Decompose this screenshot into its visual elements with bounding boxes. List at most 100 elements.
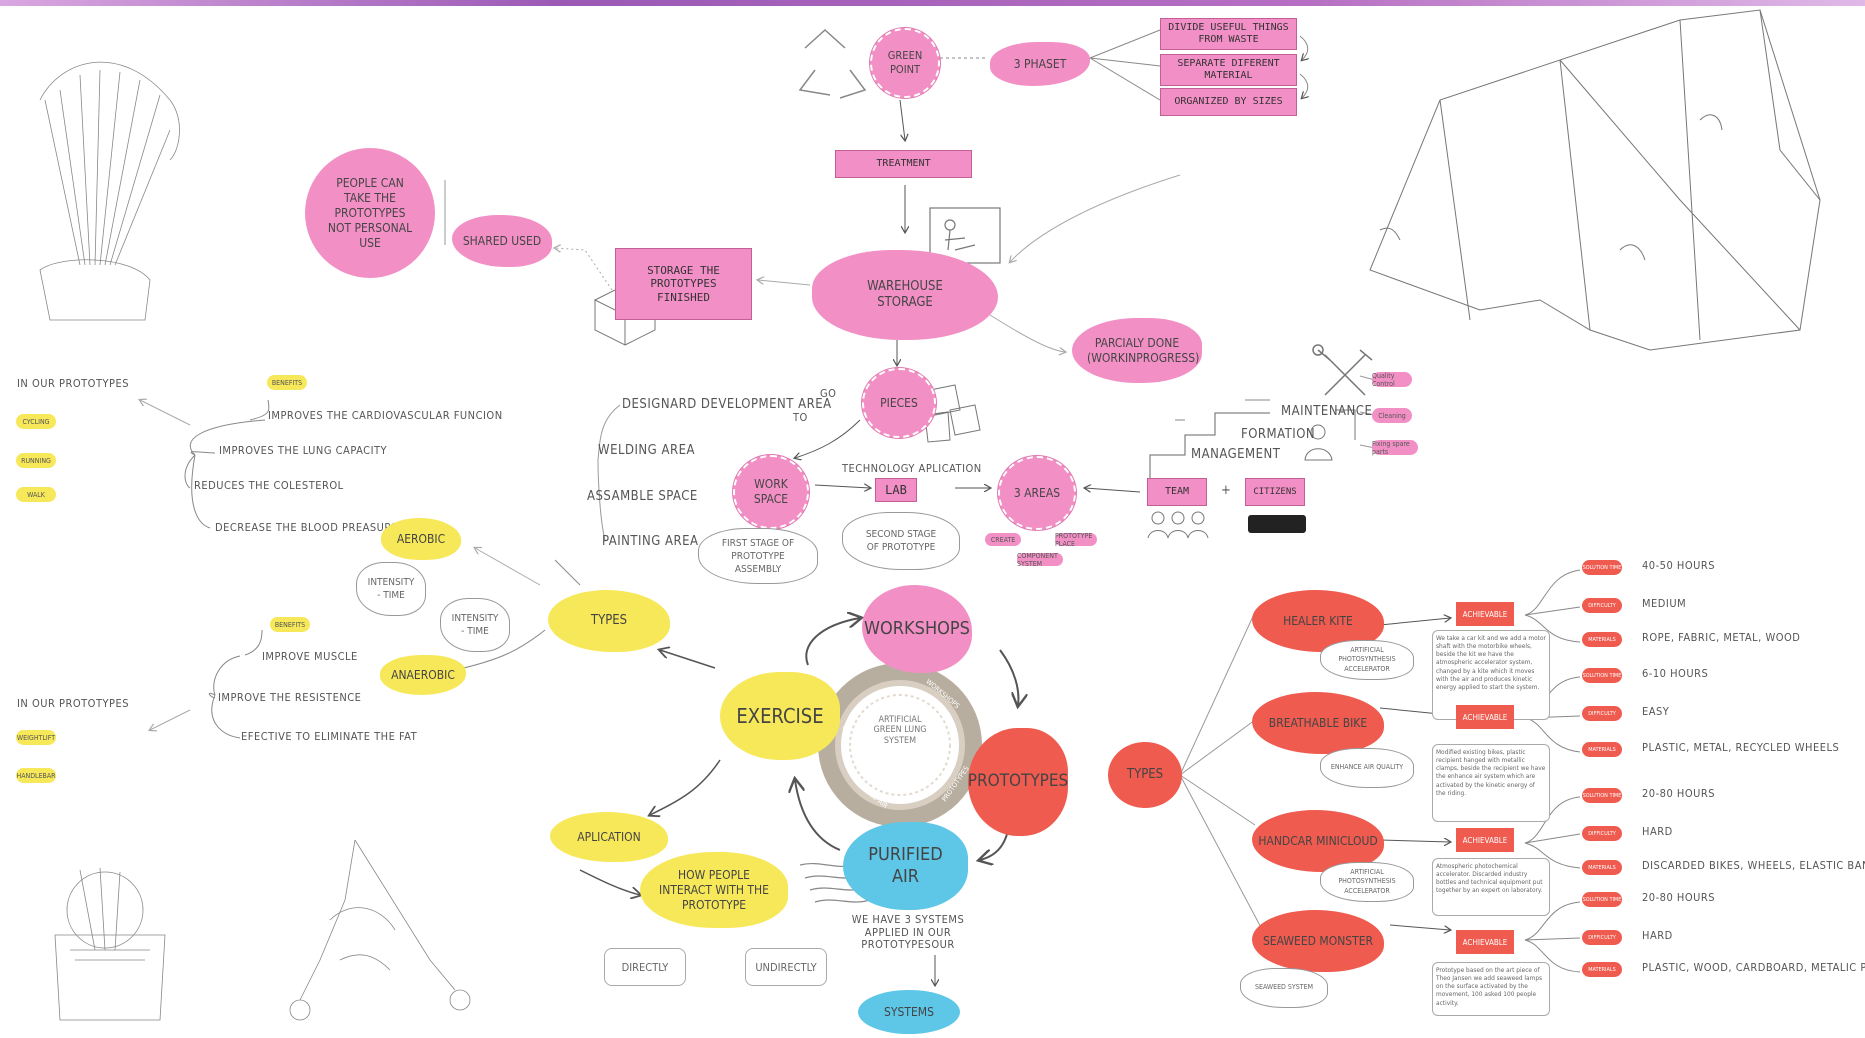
- tools-icon: [1312, 344, 1373, 396]
- prototype-description: We take a car kit and we add a motor sha…: [1432, 630, 1550, 720]
- prototype-attr-value: HARD: [1642, 929, 1673, 942]
- directly-label: DIRECTLY: [621, 960, 669, 974]
- prototype-sub-cloud: SEAWEED SYSTEM: [1240, 968, 1328, 1008]
- formation-label: FORMATION: [1241, 427, 1316, 442]
- anaerobic-node[interactable]: ANAEROBIC: [380, 655, 466, 695]
- aerobic-label: AEROBIC: [396, 531, 446, 546]
- area-pill-component: COMPONENT SYSTEM: [1017, 552, 1063, 568]
- work-space-node[interactable]: WORK SPACE: [733, 455, 809, 529]
- step-label-organize: ORGANIZED BY SIZES: [1174, 96, 1283, 107]
- prototype-sub-label: ENHANCE AIR QUALITY: [1330, 763, 1404, 772]
- step-box-divide[interactable]: DIVIDE USEFUL THINGS FROM WASTE: [1160, 18, 1297, 50]
- prototype-description: Atmospheric photochemical accelerator. D…: [1432, 858, 1550, 916]
- warehouse-label: WAREHOUSE STORAGE: [867, 278, 943, 310]
- prototype-name: BREATHABLE BIKE: [1268, 715, 1368, 730]
- maintenance-label: MAINTENANCE: [1281, 404, 1373, 419]
- workshops-node[interactable]: WORKSHOPS: [862, 585, 972, 673]
- areas-label: 3 AREAS: [1013, 485, 1061, 500]
- green-point-node[interactable]: GREEN POINT: [870, 28, 940, 98]
- machine-sketch-icon: [54, 867, 166, 1021]
- prototype-attr-value: 40-50 HOURS: [1642, 559, 1716, 572]
- prototype-attr-value: 20-80 HOURS: [1642, 891, 1716, 904]
- crowd-icon: [1248, 515, 1306, 533]
- mgmt-pill-cleaning: Cleaning: [1372, 408, 1412, 423]
- work-space-label: WORK SPACE: [753, 477, 789, 506]
- go-label: GO: [820, 387, 837, 400]
- people-take-node[interactable]: PEOPLE CAN TAKE THE PROTOTYPES NOT PERSO…: [305, 148, 435, 278]
- recycle-icon: [798, 28, 867, 99]
- prototype-description: Prototype based on the art piece of Theo…: [1432, 962, 1550, 1016]
- storage-box[interactable]: STORAGE THE PROTOTYPES FINISHED: [615, 248, 752, 320]
- management-label: MANAGEMENT: [1191, 447, 1281, 462]
- intensity-time-label: INTENSITY - TIME: [451, 613, 499, 637]
- prototype-attr-pill: DIFFICULTY: [1582, 706, 1622, 721]
- aplication-node[interactable]: APLICATION: [550, 812, 668, 862]
- shared-used-node[interactable]: SHARED USED: [452, 215, 552, 267]
- prototype-description: Modified existing bikes, plastic recipie…: [1432, 744, 1550, 822]
- team-box[interactable]: TEAM: [1147, 478, 1207, 506]
- mgmt-pill-fixing: Fixing spare parts: [1372, 440, 1418, 456]
- prototype-attr-value: 20-80 HOURS: [1642, 787, 1716, 800]
- prototype-types-node[interactable]: TYPES: [1108, 742, 1182, 808]
- in-our-prototypes-bottom: IN OUR PROTOTYPES: [17, 697, 130, 710]
- step-box-organize[interactable]: ORGANIZED BY SIZES: [1160, 88, 1297, 116]
- second-stage-label: SECOND STAGE OF PROTOTYPE: [865, 529, 937, 553]
- areas-node[interactable]: 3 AREAS: [998, 456, 1076, 530]
- step-label-divide: DIVIDE USEFUL THINGS FROM WASTE: [1168, 22, 1289, 45]
- prototype-sub-cloud: ENHANCE AIR QUALITY: [1320, 748, 1414, 788]
- systems-note: WE HAVE 3 SYSTEMS APPLIED IN OUR PROTOTY…: [851, 913, 965, 952]
- prototypes-node[interactable]: PROTOTYPES: [968, 728, 1068, 836]
- prototype-node[interactable]: SEAWEED MONSTER: [1252, 910, 1384, 972]
- activity-pill-weightlift: WEIGHTLIFT: [16, 730, 56, 745]
- citizens-box[interactable]: CITIZENS: [1245, 478, 1305, 506]
- treatment-box[interactable]: TREATMENT: [835, 150, 972, 178]
- green-point-label: GREEN POINT: [887, 49, 923, 76]
- partially-done-node[interactable]: PARCIALY DONE (WORKINPROGRESS): [1072, 318, 1202, 383]
- undirectly-label: UNDIRECTLY: [755, 960, 817, 974]
- exercise-label: EXERCISE: [736, 703, 824, 728]
- paraglider-sketch-icon: [39, 61, 180, 321]
- prototype-node[interactable]: BREATHABLE BIKE: [1252, 692, 1384, 754]
- how-people-node[interactable]: HOW PEOPLE INTERACT WITH THE PROTOTYPE: [640, 852, 788, 928]
- step-box-separate[interactable]: SEPARATE DIFERENT MATERIAL: [1160, 54, 1297, 86]
- prototype-sub-cloud: ARTIFICIAL PHOTOSYNTHESIS ACCELERATOR: [1320, 640, 1414, 680]
- aerobic-benefit: IMPROVES THE LUNG CAPACITY: [219, 444, 388, 457]
- undirectly-box: UNDIRECTLY: [745, 948, 827, 986]
- prototype-attr-value: PLASTIC, WOOD, CARDBOARD, METALIC PROFIL…: [1642, 961, 1865, 974]
- dev-area-item: DESIGNARD DEVELOPMENT AREA: [622, 397, 832, 412]
- exercise-node[interactable]: EXERCISE: [720, 672, 840, 760]
- treatment-label: TREATMENT: [876, 158, 931, 169]
- anaerobic-label: ANAEROBIC: [391, 667, 455, 682]
- purified-air-node[interactable]: PURIFIED AIR: [843, 822, 968, 910]
- aerobic-benefit: DECREASE THE BLOOD PREASURE: [215, 521, 399, 534]
- anaerobic-benefit: IMPROVE MUSCLE: [262, 650, 358, 663]
- pieces-node[interactable]: PIECES: [862, 368, 936, 438]
- warehouse-node[interactable]: WAREHOUSE STORAGE: [812, 250, 998, 340]
- prototypes-label: PROTOTYPES: [967, 771, 1069, 792]
- aerobic-node[interactable]: AEROBIC: [381, 518, 461, 560]
- prototype-attr-pill: DIFFICULTY: [1582, 930, 1622, 945]
- prototype-attr-pill: DIFFICULTY: [1582, 598, 1622, 613]
- prototype-attr-pill: MATERIALS: [1582, 632, 1622, 647]
- phaset-label: 3 PHASET: [1013, 56, 1067, 71]
- people-take-label: PEOPLE CAN TAKE THE PROTOTYPES NOT PERSO…: [327, 175, 413, 250]
- prototype-tag: ACHIEVABLE: [1456, 602, 1514, 626]
- wind-icon: [799, 862, 871, 903]
- mgmt-pill-quality: Quality Control: [1372, 372, 1412, 388]
- partially-done-label: PARCIALY DONE (WORKINPROGRESS): [1087, 335, 1200, 365]
- systems-node[interactable]: SYSTEMS: [858, 990, 960, 1034]
- tech-application-label: TECHNOLOGY APLICATION: [842, 462, 982, 475]
- trike-sketch-icon: [289, 839, 471, 1021]
- prototype-types-label: TYPES: [1126, 766, 1164, 782]
- dev-area-item: ASSAMBLE SPACE: [587, 489, 698, 504]
- prototype-sub-label: ARTIFICIAL PHOTOSYNTHESIS ACCELERATOR: [1338, 868, 1396, 895]
- prototype-attr-value: MEDIUM: [1642, 597, 1687, 610]
- prototype-attr-value: PLASTIC, METAL, RECYCLED WHEELS: [1642, 741, 1840, 754]
- dev-area-item: PAINTING AREA: [602, 534, 699, 549]
- to-label: TO: [793, 411, 808, 424]
- second-stage-cloud: SECOND STAGE OF PROTOTYPE: [842, 512, 960, 570]
- lab-box[interactable]: LAB: [875, 478, 917, 502]
- benefits-pill-anaerobic: BENEFITS: [270, 617, 310, 632]
- exercise-types-node[interactable]: TYPES: [548, 590, 670, 652]
- aerobic-benefit: REDUCES THE COLESTEROL: [194, 479, 344, 492]
